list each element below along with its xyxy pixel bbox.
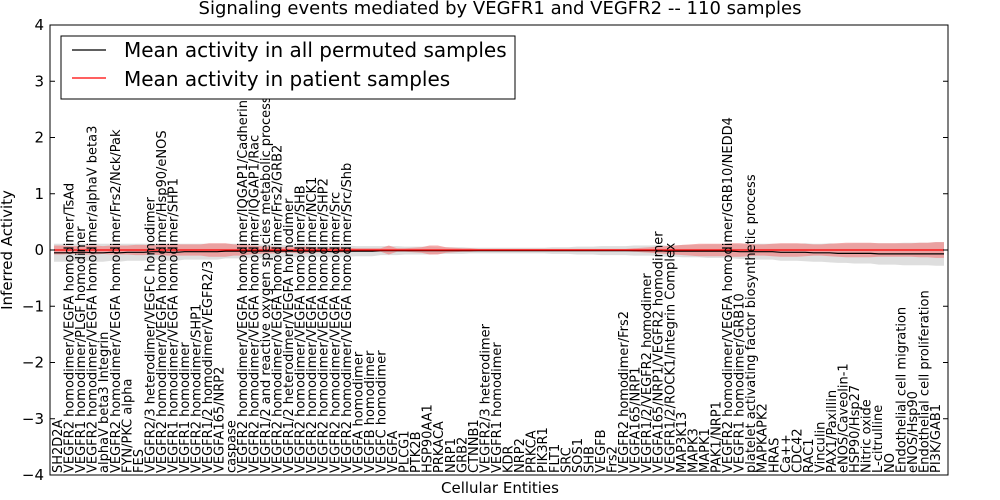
x-category-label: MAP3K13: [675, 412, 690, 473]
y-tick-label: 4: [34, 16, 44, 34]
legend-label-permuted: Mean activity in all permuted samples: [124, 38, 507, 62]
x-category-label: FLT1: [548, 444, 563, 473]
x-category-label: caspase: [224, 420, 239, 473]
y-tick-label: 0: [34, 241, 44, 259]
x-category-label: MAPK1: [698, 428, 713, 473]
x-category-label: NO: [883, 453, 898, 473]
x-category-label: NRP2: [513, 438, 528, 473]
x-category-label: VEGFR2 homodimer/VEGFA homodimer/Hsp90/e…: [155, 130, 170, 473]
x-category-label: VEGFR1 homodimer/VEGFA homodimer/SHP1: [167, 178, 182, 473]
y-tick-label: 1: [34, 185, 44, 203]
x-category-label: PLCG1: [398, 430, 413, 473]
x-category-label: VEGFR2/3 heterodimer: [478, 323, 493, 473]
x-category-label: VEGFR2 homodimer/VEGFA homodimer/Src: [328, 192, 343, 473]
x-category-label: VEGFR1/2 and reactive oxygen species met…: [259, 96, 274, 473]
x-category-label: Endothelial cell migration: [894, 307, 909, 473]
x-category-label: SH2D2A: [51, 419, 66, 473]
x-category-label: VEGFR2 homodimer/VEGFA homodimer/Src/Shb: [340, 163, 355, 473]
x-category-label: platelet activating factor biosynthetic …: [744, 174, 759, 473]
y-tick-label: −3: [22, 410, 44, 428]
x-category-label: Ca++: [779, 434, 794, 473]
x-category-label: VEGFA: [386, 431, 401, 473]
x-category-label: NRP1: [444, 438, 459, 473]
x-category-label: VEGFR1/2 homodimer/VEGFR2/3: [201, 261, 216, 473]
x-category-label: SOS1: [571, 438, 586, 473]
x-category-label: VEGFR1 homodimer: [178, 342, 193, 473]
x-category-label: PAX1/Paxillin: [825, 390, 840, 473]
x-category-label: Nitric oxide: [860, 399, 875, 473]
x-category-label: alphaV beta3 Integrin: [97, 332, 112, 473]
x-category-label: VEGFR1/2/ROCK1/Integrin Complex: [663, 242, 678, 473]
x-category-label: CDC42: [790, 428, 805, 473]
x-category-label: VEGFR2 homodimer/Frs2: [617, 311, 632, 473]
x-category-label: SRC: [559, 447, 574, 473]
x-category-label: VEGFA homodimer: [351, 351, 366, 473]
x-category-label: HSP90AA1: [421, 404, 436, 473]
x-category-label: eNOS/Caveolin-1: [837, 363, 852, 473]
chart-title: Signaling events mediated by VEGFR1 and …: [199, 0, 802, 19]
x-category-label: VEGFR1/2/VEGFR2 homodimer: [640, 273, 655, 473]
x-category-label: VEGFR2 homodimer/VEGFA homodimer/GRB10/N…: [721, 117, 736, 473]
x-category-label: Endothelial cell proliferation: [917, 290, 932, 473]
x-category-label: VEGFR2 homodimer/VEGFA homodimer/IQGAP1/…: [247, 135, 262, 473]
x-category-label: VEGFA165/NRP1: [629, 367, 644, 473]
x-category-label: PRKACA: [432, 421, 447, 473]
legend: Mean activity in all permuted samples Me…: [60, 35, 516, 100]
x-category-label: VEGFR1/2 heterodimer/VEGFA homodimer: [282, 198, 297, 473]
x-category-label: KDR: [502, 445, 517, 473]
x-category-label: VEGFB: [594, 429, 609, 473]
x-category-label: VEGFC homodimer: [375, 350, 390, 473]
y-axis: −4 −3 −2 −1 0 1 2 3 4: [22, 16, 948, 484]
x-category-label: L-citrulline: [871, 405, 886, 473]
x-category-label: VEGFR1 homodimer/PLGF homodimer: [74, 226, 89, 473]
x-category-label: VEGFR2/3 heterodimer/VEGFC homodimer: [143, 196, 158, 473]
x-category-label: VEGFR1 homodimer/GRB10: [733, 293, 748, 473]
x-category-label: VEGFR2 homodimer/VEGFA homodimer/TsAd: [63, 183, 78, 473]
x-category-label: VEGFR2 homodimer/SHP1: [190, 304, 205, 473]
x-category-label: SHB: [582, 446, 597, 473]
y-tick-label: −4: [22, 466, 44, 484]
x-category-label: PI3K/GAB1: [929, 404, 944, 473]
x-category-label: HRAS: [767, 438, 782, 473]
x-category-label: HSP90/Hsp27: [848, 385, 863, 473]
y-tick-label: −2: [22, 354, 44, 372]
x-category-label: PTK2B: [409, 432, 424, 474]
x-category-label: Frs2: [606, 446, 621, 473]
x-category-label: FYN/PKC alpha: [120, 379, 135, 473]
x-axis-label: Cellular Entities: [441, 479, 559, 497]
y-axis-label: Inferred Activity: [0, 190, 16, 310]
x-category-label: VEGFA165/NRP2: [213, 367, 228, 473]
x-category-label: PAK1/NRP1: [710, 401, 725, 473]
x-category-label: VEGFB homodimer: [363, 350, 378, 473]
y-tick-label: 3: [34, 72, 44, 90]
x-category-label: PRKCA: [525, 430, 540, 473]
x-category-label: eNOS/Hsp90: [906, 391, 921, 473]
x-category-label: VEGFR2 homodimer/VEGFA homodimer/SHP2: [317, 178, 332, 473]
legend-box: [60, 35, 516, 100]
x-category-label: PIK3R1: [536, 427, 551, 473]
x-category-label: MAPKAPK2: [756, 403, 771, 473]
x-category-label: GRB2: [455, 437, 470, 473]
x-category-label: VEGFR2 homodimer/VEGFA homodimer/Frs2/GR…: [271, 145, 286, 473]
x-category-label: MAPK3: [686, 428, 701, 473]
x-category-label: VEGFR2 homodimer/VEGFA homodimer/IQGAP1/…: [236, 100, 251, 473]
y-tick-label: −1: [22, 297, 44, 315]
x-category-label: VEGFA165/NRP1/VEGFR2 homodimer: [652, 231, 667, 473]
x-category-label: VEGFR2 homodimer/VEGFA homodimer/Frs2/Nc…: [109, 129, 124, 473]
x-category-label: VEGFR2 homodimer/VEGFA homodimer/NCK1: [305, 177, 320, 473]
y-tick-label: 2: [34, 129, 44, 147]
x-category-label: CTNNB1: [467, 419, 482, 473]
x-category-label: FES: [132, 449, 147, 473]
x-category-label: VEGFR2 homodimer/VEGFA homodimer/alphaV …: [86, 126, 101, 473]
x-category-label: RAC1: [802, 438, 817, 473]
x-category-label: Vinculin: [814, 422, 829, 473]
legend-label-patient: Mean activity in patient samples: [124, 67, 450, 91]
x-category-label: VEGFR1 homodimer: [490, 342, 505, 473]
x-category-label: VEGFR2 homodimer/VEGFA homodimer/SHB: [294, 185, 309, 473]
